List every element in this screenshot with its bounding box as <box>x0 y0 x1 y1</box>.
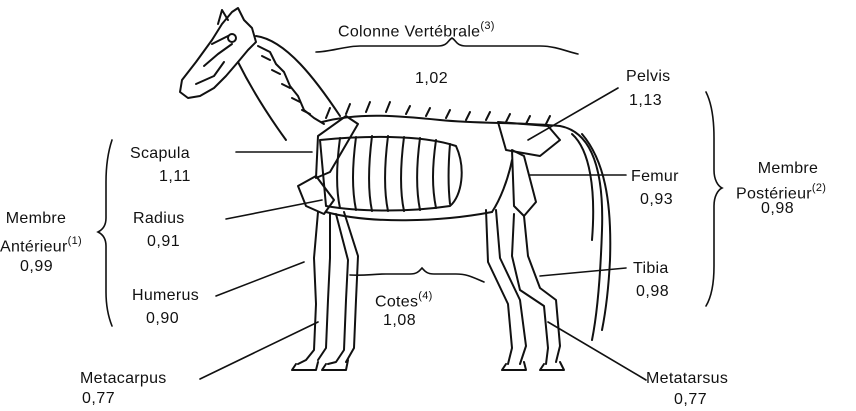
membre-anterieur-line2: Antérieur(1) <box>0 233 82 256</box>
radius-leader <box>226 200 322 219</box>
membre-anterieur-brace <box>98 140 112 326</box>
cotes-value: 1,08 <box>383 312 416 330</box>
tibia-label: Tibia <box>633 260 669 278</box>
membre-anterieur-value: 0,99 <box>20 258 53 276</box>
femur-bone <box>512 150 536 216</box>
scapula-label: Scapula <box>130 145 190 163</box>
membre-posterieur-brace <box>706 92 722 306</box>
tibia-value: 0,98 <box>636 283 669 301</box>
humerus-label: Humerus <box>132 287 199 305</box>
horse-tail <box>560 126 610 340</box>
colonne-value: 1,02 <box>415 70 448 88</box>
pelvis-leader <box>528 88 618 140</box>
ribcage <box>320 137 462 211</box>
humerus-leader <box>216 262 304 296</box>
membre-posterieur-line1: Membre <box>752 160 824 178</box>
femur-label: Femur <box>631 168 679 186</box>
metacarpus-value: 0,77 <box>82 390 115 408</box>
metatarsus-value: 0,77 <box>674 391 707 409</box>
femur-value: 0,93 <box>640 191 673 209</box>
humerus-value: 0,90 <box>146 310 179 328</box>
scapula-value: 1,11 <box>159 168 191 186</box>
cotes-label: Cotes(4) <box>375 288 433 311</box>
metacarpus-label: Metacarpus <box>80 370 167 388</box>
hindleg <box>512 214 560 364</box>
pelvis-value: 1,13 <box>629 92 662 110</box>
pelvis-label: Pelvis <box>626 68 670 86</box>
membre-posterieur-value: 0,98 <box>761 200 794 218</box>
colonne-label: Colonne Vertébrale(3) <box>338 18 495 41</box>
metatarsus-label: Metatarsus <box>646 370 728 388</box>
humerus-bone <box>298 176 334 214</box>
foreleg-front <box>298 212 330 364</box>
cotes-brace <box>350 268 484 282</box>
radius-value: 0,91 <box>147 233 180 251</box>
tibia-leader <box>540 268 626 276</box>
metatarsus-leader <box>548 322 646 380</box>
radius-label: Radius <box>133 210 185 228</box>
membre-anterieur-line1: Membre <box>4 210 68 228</box>
